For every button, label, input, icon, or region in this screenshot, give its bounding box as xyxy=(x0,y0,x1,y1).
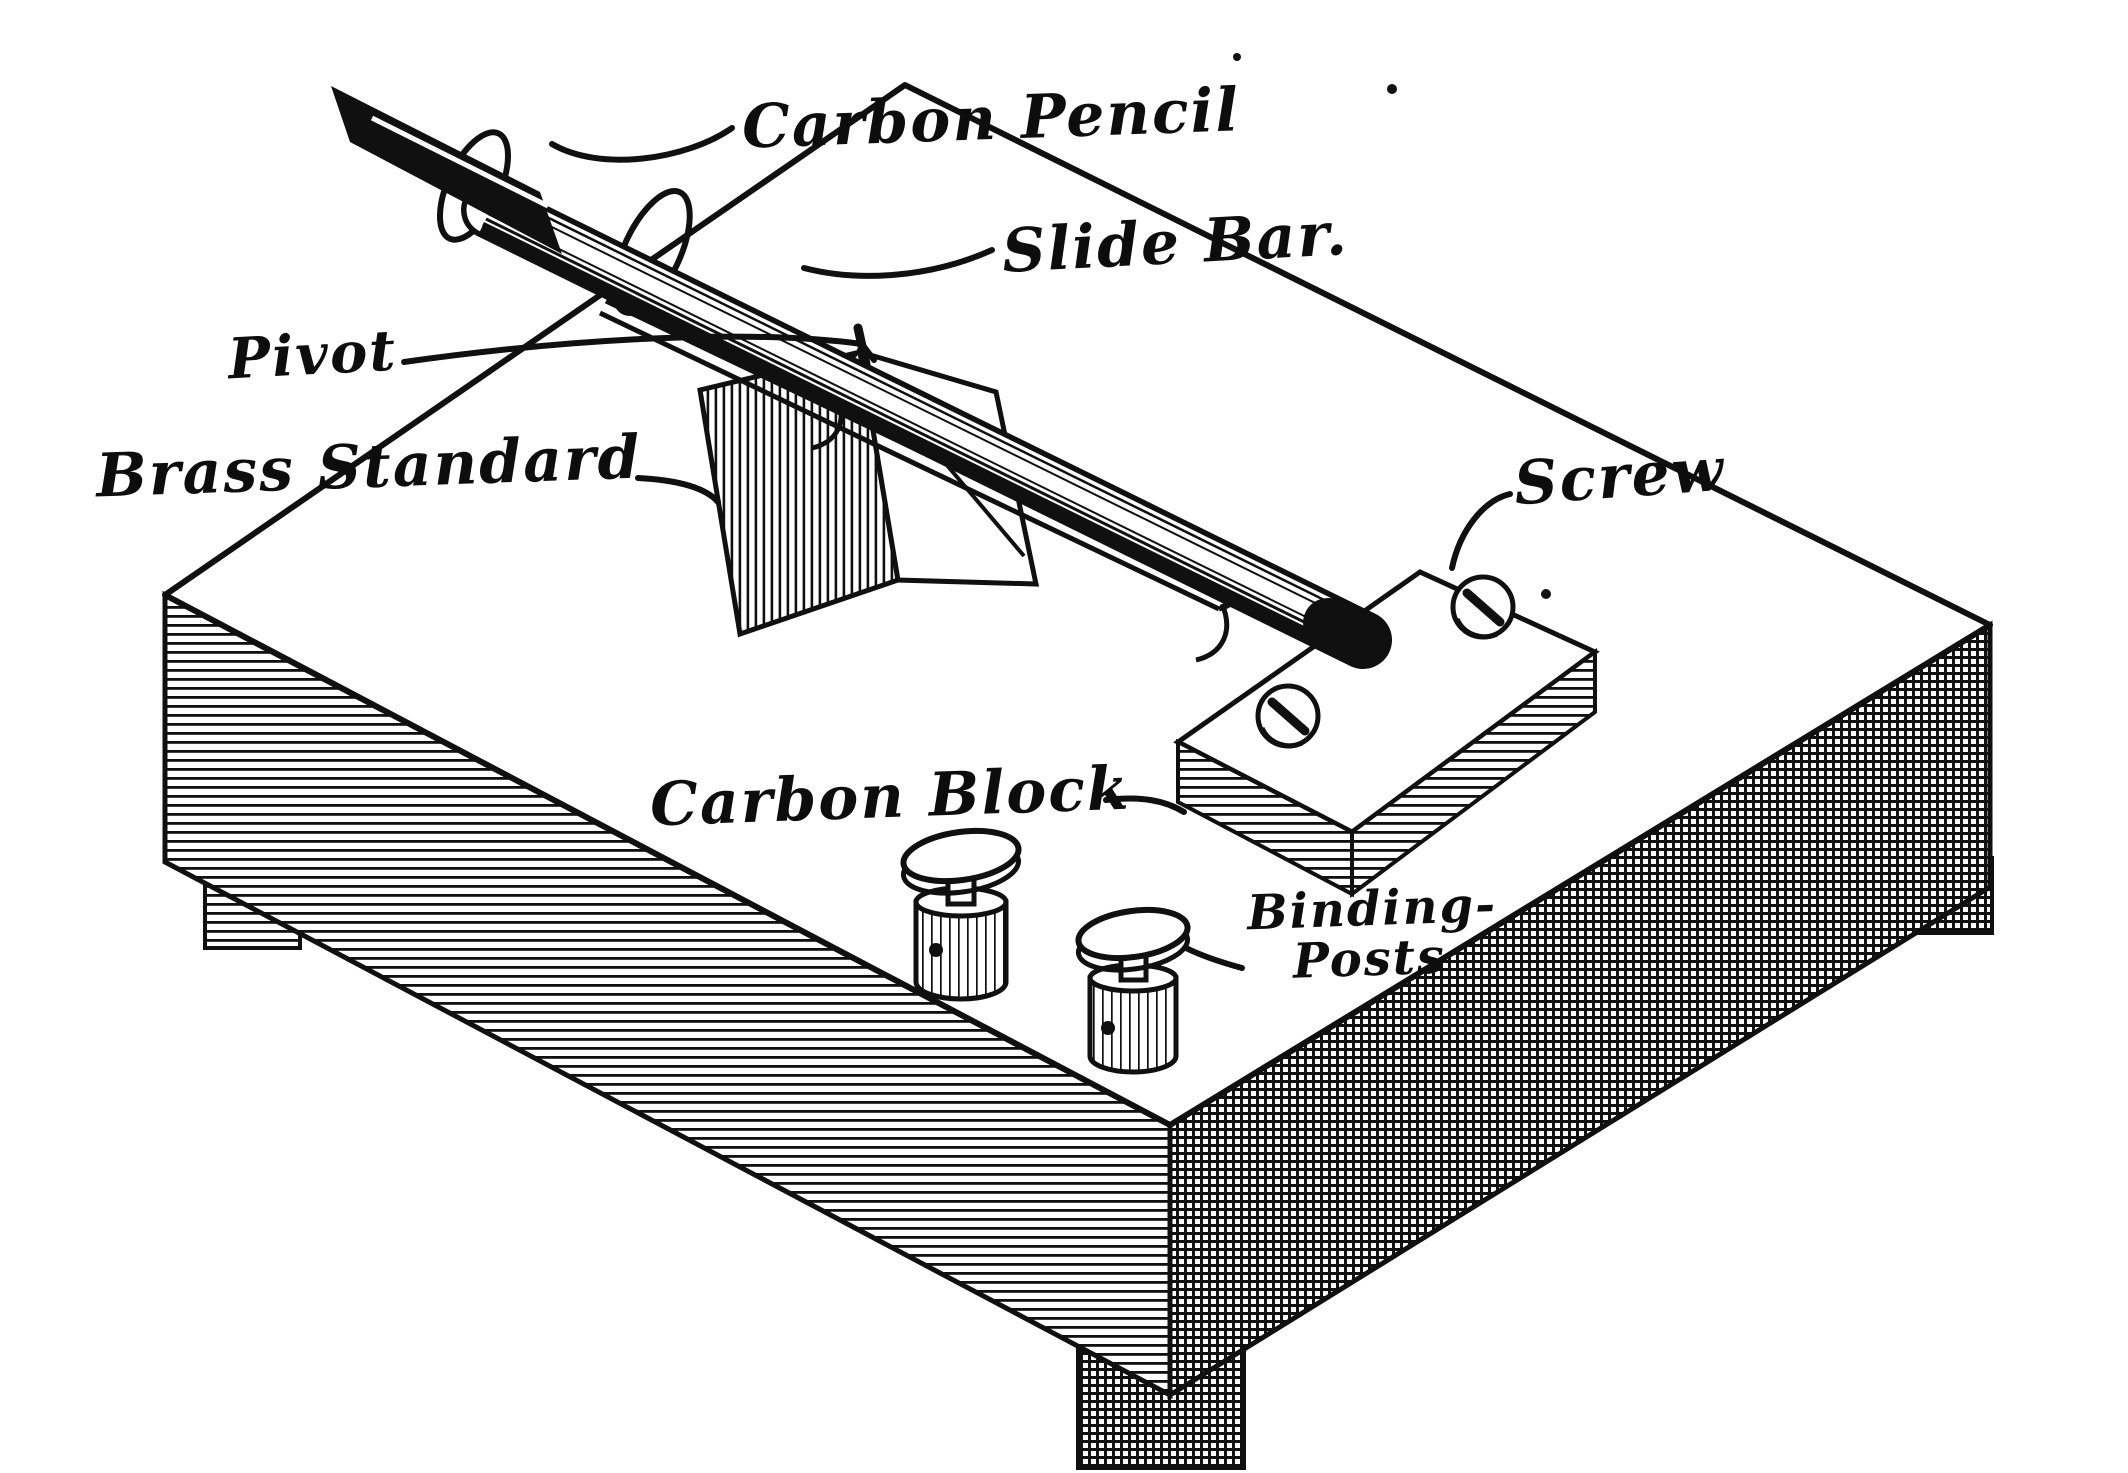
leader-pivot xyxy=(401,333,877,365)
ink-specks xyxy=(1233,53,1551,599)
screw-rear xyxy=(1450,574,1516,640)
label-carbon-pencil: Carbon Pencil xyxy=(740,75,1242,163)
wooden-base xyxy=(162,82,1994,1470)
leader-carbon-block xyxy=(1103,795,1187,815)
label-binding-posts-line2: Posts xyxy=(1291,928,1447,991)
carbon-block xyxy=(1173,569,1600,898)
leader-carbon-pencil xyxy=(549,125,735,163)
label-carbon-block: Carbon Block xyxy=(648,753,1132,841)
leader-brass-standard xyxy=(635,475,721,505)
binding-posts xyxy=(900,827,1191,1075)
binding-post-right xyxy=(1075,906,1191,1075)
screw-front xyxy=(1255,683,1321,749)
leader-slide-bar xyxy=(801,247,995,279)
pencil-tip xyxy=(331,86,562,254)
slide-bar-end-hook xyxy=(1195,603,1230,663)
thumb-nut-left xyxy=(900,827,1022,885)
thumb-nut-right xyxy=(1075,906,1191,962)
label-pivot: Pivot xyxy=(226,317,399,393)
leader-lines xyxy=(401,125,1513,971)
pencil-end-cap xyxy=(1303,598,1388,665)
slide-bar-loop xyxy=(611,188,693,316)
carbon-pencil-rod xyxy=(331,86,1392,669)
base-top-face xyxy=(162,82,1993,1128)
leader-screw xyxy=(1449,491,1513,571)
label-binding-posts-line1: Binding- xyxy=(1246,876,1498,942)
label-binding-posts: Binding- Posts xyxy=(1246,876,1499,991)
carbon-block-right-edge xyxy=(1350,648,1597,898)
binding-post-left xyxy=(900,827,1022,1002)
leader-binding-posts xyxy=(1183,945,1245,971)
label-screw: Screw xyxy=(1511,434,1728,520)
